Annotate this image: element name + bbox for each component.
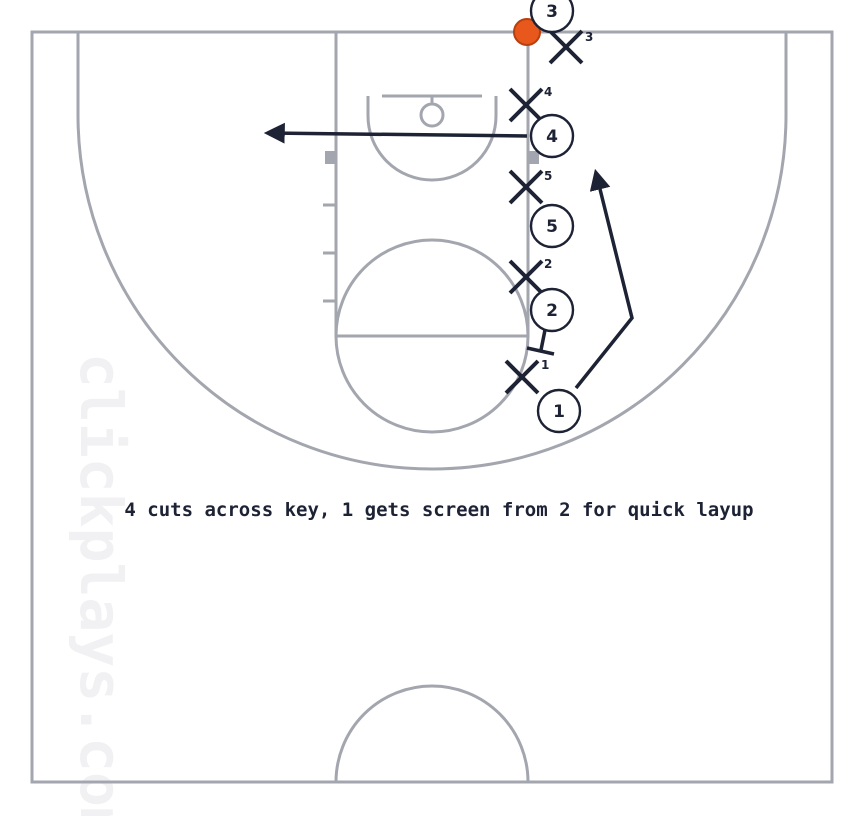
lane xyxy=(334,32,530,338)
cut-path-4 xyxy=(263,122,528,144)
offense-player-4: 4 xyxy=(529,113,575,159)
defender-4: 4 xyxy=(508,85,552,123)
play-caption: 4 cuts across key, 1 gets screen from 2 … xyxy=(124,499,753,521)
watermark: clickplays.com xyxy=(67,353,135,816)
cut-path-1 xyxy=(574,168,634,390)
player-label: 3 xyxy=(546,2,558,22)
defender-label: 5 xyxy=(544,169,552,183)
free-throw-circle xyxy=(334,238,530,434)
defender-3: 3 xyxy=(548,29,593,65)
defender-label: 2 xyxy=(544,257,552,271)
player-label: 5 xyxy=(546,217,558,237)
court-boundary xyxy=(30,30,834,784)
offense-player-1: 1 xyxy=(536,388,582,434)
player-label: 1 xyxy=(553,402,565,422)
screen-bar-2 xyxy=(526,346,555,356)
screen-path-2 xyxy=(539,329,547,351)
defender-label: 3 xyxy=(585,30,593,44)
court-lines xyxy=(30,30,834,784)
defender-5: 5 xyxy=(508,169,552,205)
lane-block-right xyxy=(528,151,539,164)
defender-2: 2 xyxy=(508,257,552,295)
rim xyxy=(419,102,445,128)
offense-player-2: 2 xyxy=(529,287,575,333)
defender-1: 1 xyxy=(504,358,549,395)
defender-label: 4 xyxy=(544,85,552,99)
movement-paths xyxy=(263,122,634,390)
offense-player-3: 3 xyxy=(529,0,575,34)
lane-block-left xyxy=(325,151,336,164)
player-label: 2 xyxy=(546,301,558,321)
defender-label: 1 xyxy=(541,358,549,372)
offense-player-5: 5 xyxy=(529,203,575,249)
basketball xyxy=(513,18,541,46)
three-point-line xyxy=(76,32,788,471)
player-label: 4 xyxy=(546,127,558,147)
center-circle-arc xyxy=(334,684,530,783)
restricted-area-arc xyxy=(366,96,498,182)
